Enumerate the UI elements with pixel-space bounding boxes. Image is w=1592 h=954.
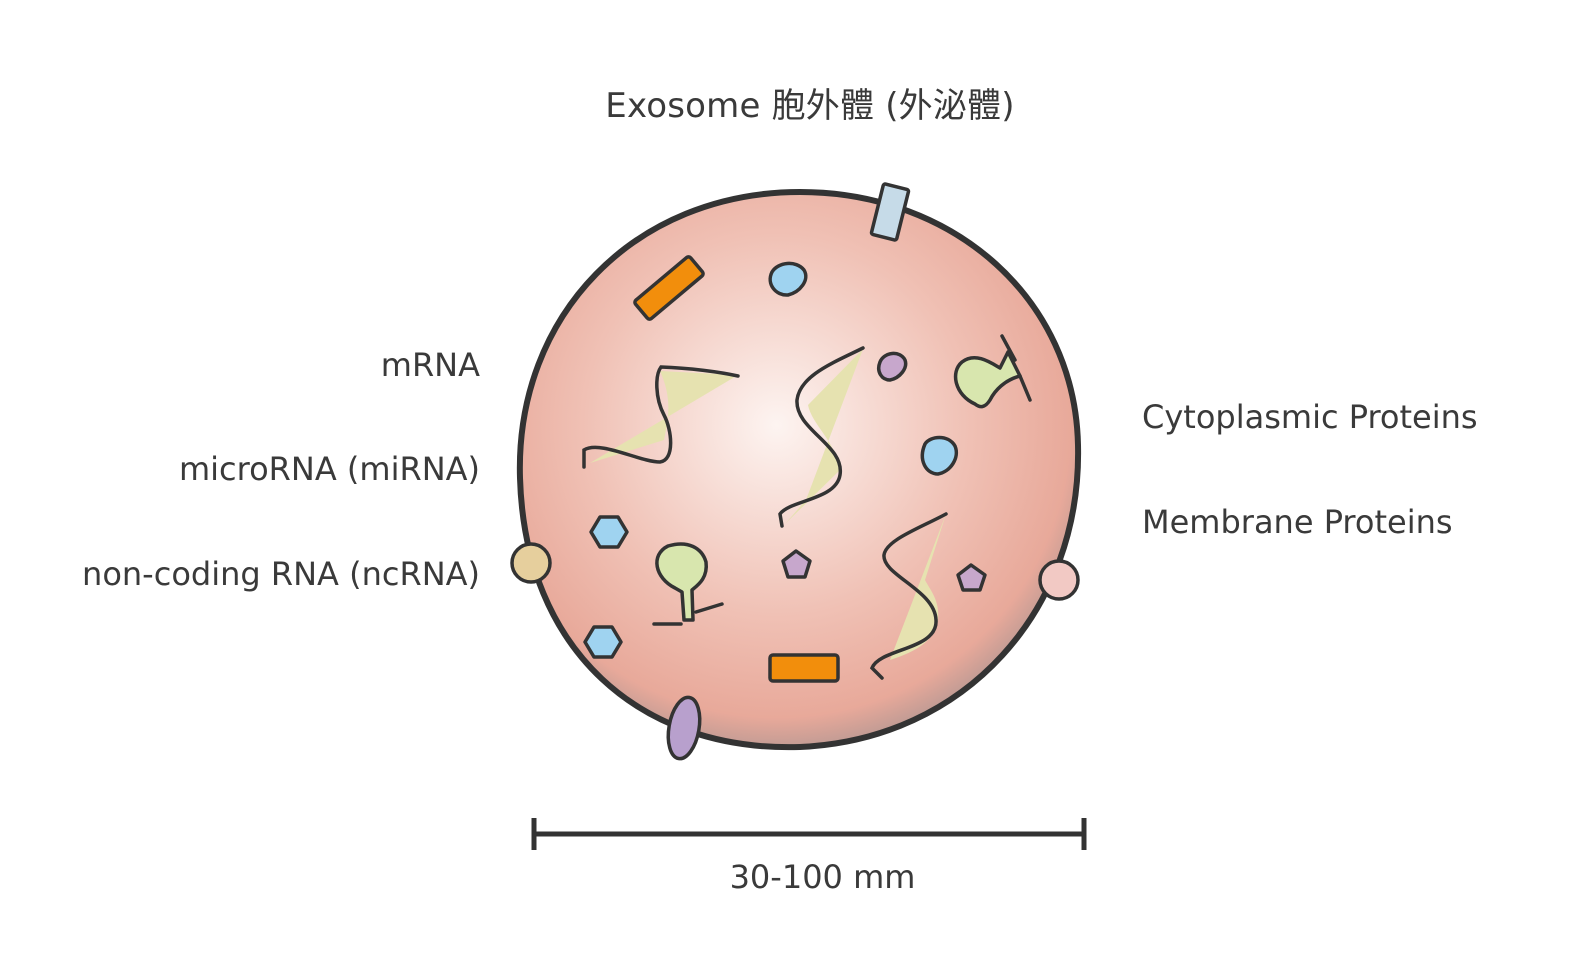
mrna-strand	[582, 365, 740, 469]
cytoplasmic-protein-hexagon	[583, 625, 623, 659]
diagram-title: Exosome 胞外體 (外泌體)	[605, 86, 1015, 126]
cytoplasmic-protein-blue	[768, 261, 808, 297]
cytoplasmic-protein-pentagon	[781, 549, 812, 579]
membrane-protein-tan	[510, 542, 552, 584]
mrna-strand	[869, 512, 948, 680]
label-cytoplasmic-proteins: Cytoplasmic Proteins	[1142, 398, 1478, 436]
cytoplasmic-protein-blue	[920, 435, 958, 476]
cytoplasmic-protein-hexagon	[589, 515, 629, 549]
label-membrane-proteins: Membrane Proteins	[1142, 503, 1453, 541]
membrane-protein-pink	[1038, 559, 1080, 601]
ncrna-hairpin	[953, 334, 1032, 409]
scale-bar	[531, 818, 1087, 850]
membrane-protein-purple	[666, 695, 702, 761]
exosome-vesicle	[516, 188, 1082, 751]
membrane-protein-blue	[869, 182, 911, 242]
ncrna-hairpin	[652, 542, 724, 626]
mrna-strand	[778, 346, 865, 528]
cytoplasmic-protein-purple	[877, 351, 908, 382]
cytoplasmic-protein-orange	[633, 255, 705, 321]
cytoplasmic-protein-pentagon	[956, 563, 987, 592]
label-ncrna: non-coding RNA (ncRNA)	[82, 555, 480, 593]
label-mirna: microRNA (miRNA)	[178, 450, 480, 488]
label-mrna: mRNA	[380, 346, 480, 384]
cytoplasmic-protein-orange	[768, 653, 840, 683]
scale-label: 30-100 mm	[729, 858, 916, 896]
